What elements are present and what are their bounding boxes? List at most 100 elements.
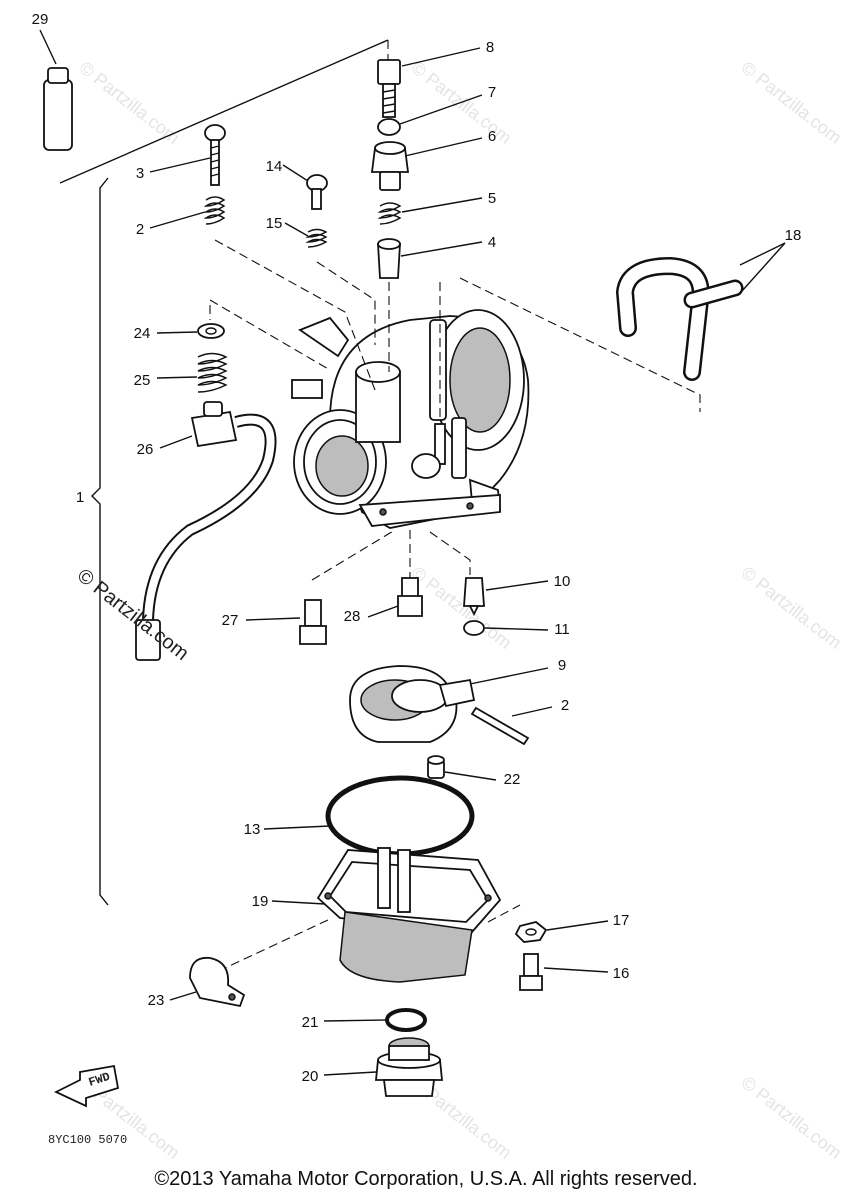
diagram-code: 8YC100 5070 xyxy=(48,1133,127,1147)
leader-line-p26 xyxy=(159,435,193,449)
leader-line-p2a xyxy=(149,211,206,229)
part-3-screw xyxy=(204,124,226,186)
leader-line-p14 xyxy=(282,164,309,182)
callout-label-p23: 23 xyxy=(148,992,165,1009)
leader-line-p10 xyxy=(485,580,549,591)
callout-label-p5: 5 xyxy=(488,190,496,207)
callout-label-p2a: 2 xyxy=(136,221,144,238)
callout-label-p26: 26 xyxy=(137,441,154,458)
callout-label-p8: 8 xyxy=(486,39,494,56)
part-25-spring xyxy=(197,352,228,393)
leader-line-p17 xyxy=(546,920,609,931)
leader-line-p2b xyxy=(511,706,553,717)
callout-label-p2b: 2 xyxy=(561,697,569,714)
watermark-faint: © Partzilla.com xyxy=(76,57,184,147)
part-27-jet xyxy=(299,599,327,645)
watermark-faint: © Partzilla.com xyxy=(738,1072,846,1162)
callout-label-p13: 13 xyxy=(244,821,261,838)
callout-label-p21: 21 xyxy=(302,1014,319,1031)
callout-label-p3: 3 xyxy=(136,165,144,182)
part-2-spring xyxy=(203,196,226,225)
leader-line-p29 xyxy=(39,29,57,65)
part-29-tube xyxy=(43,67,73,151)
leader-line-p9 xyxy=(469,667,549,685)
watermark-faint: © Partzilla.com xyxy=(408,562,516,652)
leader-line-p22 xyxy=(444,771,497,781)
watermark-main: © Partzilla.com xyxy=(73,565,193,665)
part-10-needle-valve xyxy=(463,577,485,617)
callout-label-p18: 18 xyxy=(785,227,802,244)
watermark-faint: © Partzilla.com xyxy=(738,57,846,147)
part-16-bolt xyxy=(519,953,543,991)
leader-line-p15 xyxy=(284,222,309,237)
part-17-nut xyxy=(514,921,548,943)
part-19-float-bowl xyxy=(316,847,502,983)
leader-line-p21 xyxy=(323,1019,387,1022)
part-26-choke-cable xyxy=(135,401,277,661)
guide-line-19 xyxy=(209,919,329,976)
guide-line-17 xyxy=(487,904,521,923)
callout-label-p4: 4 xyxy=(488,234,496,251)
part-24-washer xyxy=(197,323,225,339)
part-7-nut xyxy=(377,118,401,136)
part-28-jet xyxy=(397,577,423,617)
copyright-text: ©2013 Yamaha Motor Corporation, U.S.A. A… xyxy=(154,1168,697,1190)
leader-line-p16 xyxy=(543,967,609,973)
callout-label-p17: 17 xyxy=(613,912,630,929)
guide-lines-upper xyxy=(209,239,701,420)
leader-line-p11 xyxy=(484,627,549,631)
leader-line-p25 xyxy=(156,376,198,379)
leader-line-p6 xyxy=(404,137,483,157)
leader-line-p7 xyxy=(399,94,483,125)
callout-label-p10: 10 xyxy=(554,573,571,590)
part-14-screw xyxy=(306,174,328,210)
fwd-label: FWD xyxy=(87,1070,112,1090)
leader-line-p4 xyxy=(400,241,483,257)
part-20-plug xyxy=(375,1037,443,1097)
leader-line-p3 xyxy=(149,157,211,173)
part-4-needle xyxy=(377,238,401,279)
watermark-faint-group: © Partzilla.com © Partzilla.com © Partzi… xyxy=(76,57,846,1162)
callout-label-p29: 29 xyxy=(32,11,49,28)
part-8-screw xyxy=(377,59,401,118)
part-5-spring xyxy=(377,202,402,225)
assembly-bracket xyxy=(91,177,109,906)
callout-label-p1: 1 xyxy=(76,489,84,506)
leader-line-p23 xyxy=(169,991,197,1001)
part-23-clamp xyxy=(189,956,246,1008)
callout-label-p28: 28 xyxy=(344,608,361,625)
part-18-hose xyxy=(615,256,744,381)
part-15-spring xyxy=(305,228,328,248)
callout-label-p25: 25 xyxy=(134,372,151,389)
leader-line-p19 xyxy=(271,900,326,905)
callout-label-p14: 14 xyxy=(266,158,283,175)
leader-line-p18 xyxy=(741,242,786,292)
watermark-faint: © Partzilla.com xyxy=(738,562,846,652)
part-11-clip xyxy=(463,620,485,636)
callout-label-p15: 15 xyxy=(266,215,283,232)
part-21-oring xyxy=(385,1008,427,1032)
callout-label-p9: 9 xyxy=(558,657,566,674)
callout-label-p19: 19 xyxy=(252,893,269,910)
guide-lines-lower xyxy=(311,529,471,581)
callout-label-p16: 16 xyxy=(613,965,630,982)
leader-line-p5 xyxy=(401,197,483,213)
part-2-pin xyxy=(470,706,530,746)
part-13-gasket xyxy=(325,775,475,857)
part-6-valve xyxy=(370,141,410,191)
callout-label-p7: 7 xyxy=(488,84,496,101)
leader-line-p13 xyxy=(263,825,331,830)
frame-line xyxy=(59,39,389,184)
forward-arrow-icon: FWD xyxy=(53,1064,120,1108)
carburetor-body xyxy=(291,309,530,529)
callout-label-p20: 20 xyxy=(302,1068,319,1085)
part-22-screw xyxy=(427,755,445,779)
callout-label-p27: 27 xyxy=(222,612,239,629)
part-24-washer-hole xyxy=(205,327,217,335)
leader-line-p28 xyxy=(367,605,399,618)
part-9-float xyxy=(349,665,476,743)
leader-line-p27 xyxy=(245,617,301,621)
leader-line-p24 xyxy=(156,331,198,334)
callout-leaders xyxy=(39,29,786,1076)
